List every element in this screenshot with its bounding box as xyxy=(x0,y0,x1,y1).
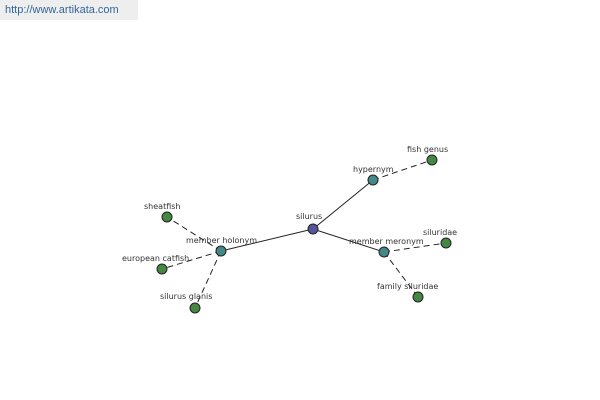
node-silurus[interactable] xyxy=(307,223,319,235)
edge-member-holonym-to-sheatfish xyxy=(166,216,222,252)
label-hypernym[interactable]: hypernym xyxy=(353,165,394,174)
edge-member-holonym-to-european-catfish xyxy=(161,250,222,270)
site-url-link[interactable]: http://www.artikata.com xyxy=(5,4,119,16)
node-siluridae[interactable] xyxy=(440,237,452,249)
node-european-catfish[interactable] xyxy=(156,263,168,275)
node-silurus-glanis[interactable] xyxy=(189,302,201,314)
node-fish-genus[interactable] xyxy=(426,154,438,166)
edge-member-holonym-to-silurus-glanis xyxy=(194,250,222,309)
url-bar: http://www.artikata.com xyxy=(0,0,138,20)
edge-silurus-to-member-meronym xyxy=(312,228,385,253)
label-siluridae[interactable]: siluridae xyxy=(423,228,457,237)
labels-layer: silurus hypernym member holonym member mero… xyxy=(122,145,457,301)
label-member-holonym[interactable]: member holonym xyxy=(186,236,257,245)
edges-layer xyxy=(161,159,447,309)
edge-silurus-to-member-holonym xyxy=(220,228,314,252)
label-family-siluridae[interactable]: family siluridae xyxy=(377,282,438,291)
nodes-layer xyxy=(156,154,452,314)
node-hypernym[interactable] xyxy=(367,174,379,186)
edge-member-meronym-to-siluridae xyxy=(383,242,447,253)
label-fish-genus[interactable]: fish genus xyxy=(407,145,448,154)
label-silurus-glanis[interactable]: silurus glanis xyxy=(160,292,212,301)
edge-silurus-to-hypernym xyxy=(312,179,374,230)
node-member-holonym[interactable] xyxy=(215,245,227,257)
node-family-siluridae[interactable] xyxy=(412,291,424,303)
label-european-catfish[interactable]: european catfish xyxy=(122,254,189,263)
label-sheatfish[interactable]: sheatfish xyxy=(144,202,180,211)
node-sheatfish[interactable] xyxy=(161,211,173,223)
label-member-meronym[interactable]: member meronym xyxy=(349,237,424,246)
edge-hypernym-to-fish-genus xyxy=(372,159,433,181)
node-member-meronym[interactable] xyxy=(378,246,390,258)
label-silurus[interactable]: silurus xyxy=(296,212,322,221)
